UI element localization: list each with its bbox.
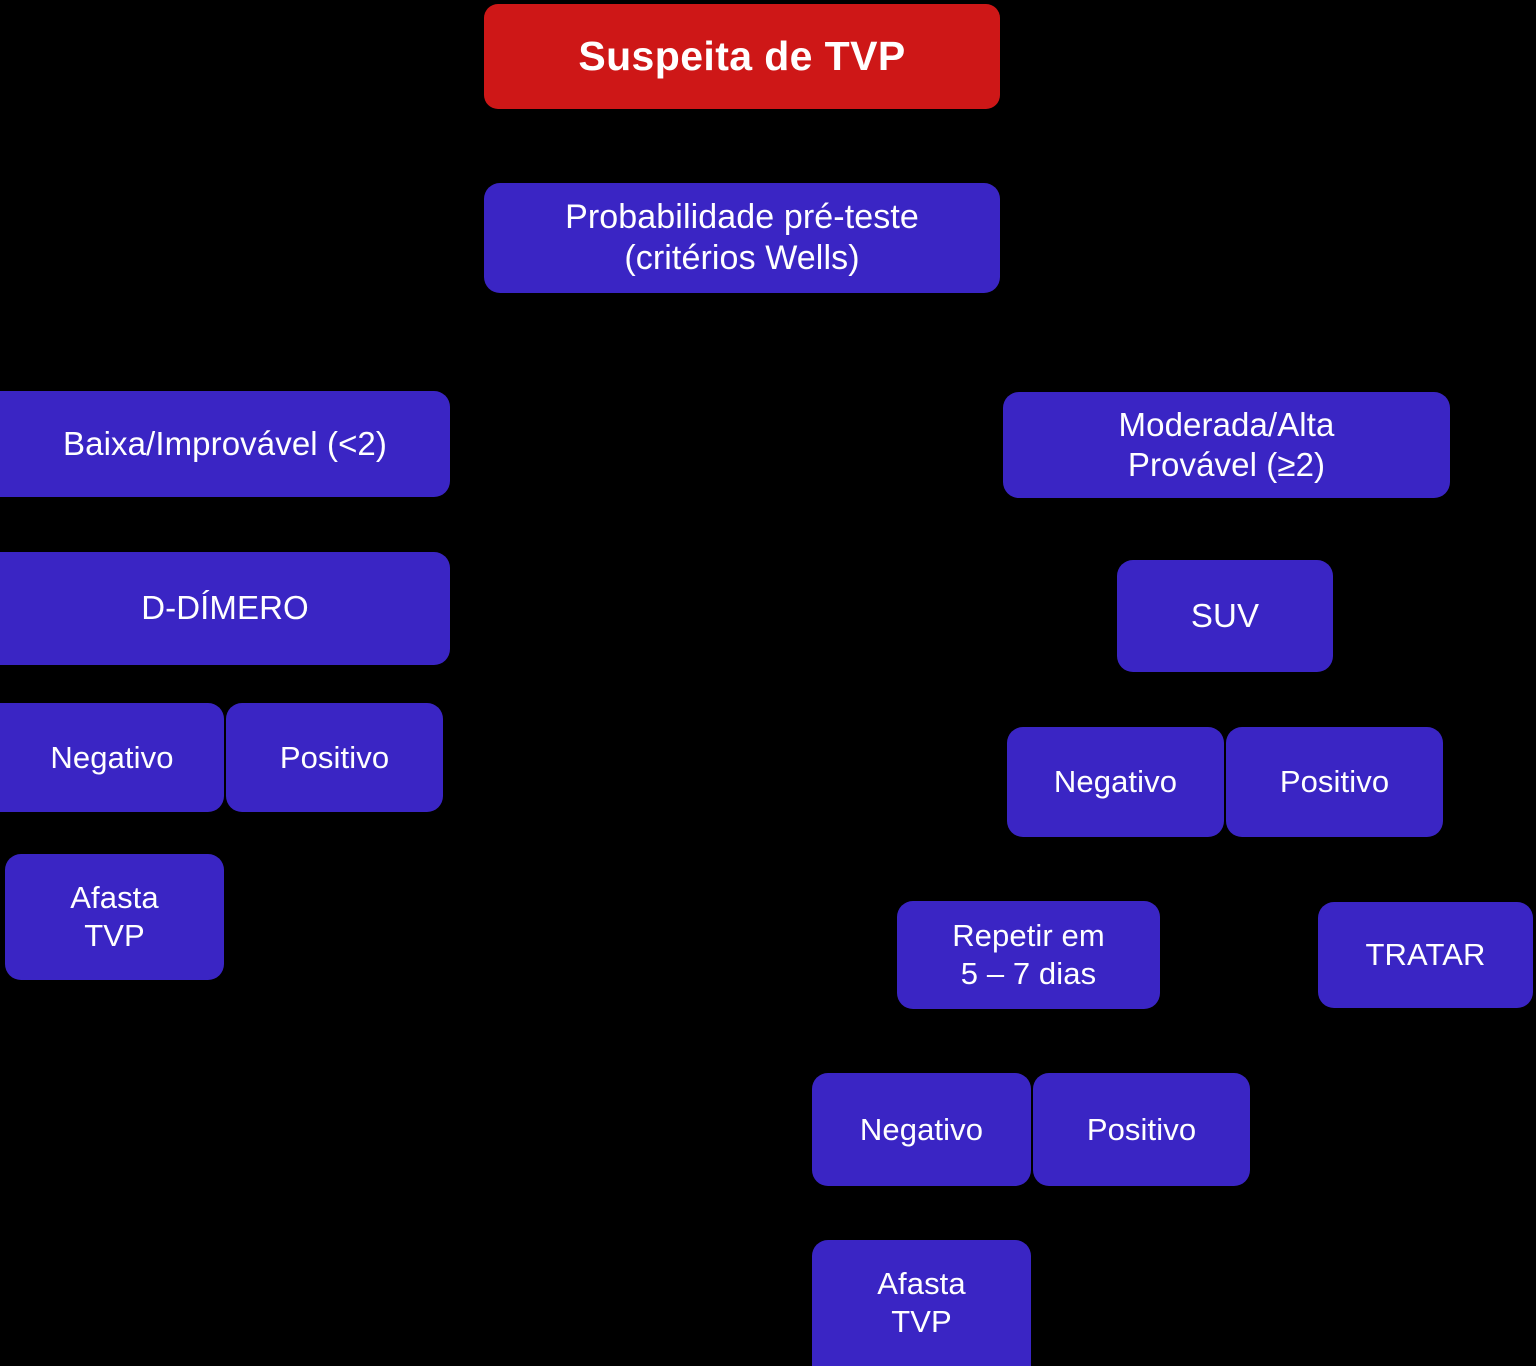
node-tratar[interactable]: TRATAR <box>1318 902 1533 1008</box>
node-afasta-tvp-d-dimero[interactable]: Afasta TVP <box>5 854 224 980</box>
node-d-dimero-positivo[interactable]: Positivo <box>226 703 443 812</box>
node-afasta-tvp-repetir[interactable]: Afasta TVP <box>812 1240 1031 1366</box>
node-suv-negativo[interactable]: Negativo <box>1007 727 1224 837</box>
node-d-dimero[interactable]: D-DÍMERO <box>0 552 450 665</box>
node-repetir-negativo[interactable]: Negativo <box>812 1073 1031 1186</box>
node-probabilidade-pre-teste[interactable]: Probabilidade pré-teste (critérios Wells… <box>484 183 1000 293</box>
node-moderada-alta-provavel[interactable]: Moderada/Alta Provável (≥2) <box>1003 392 1450 498</box>
node-repetir-5-7-dias[interactable]: Repetir em 5 – 7 dias <box>897 901 1160 1009</box>
node-suv-positivo[interactable]: Positivo <box>1226 727 1443 837</box>
node-repetir-positivo[interactable]: Positivo <box>1033 1073 1250 1186</box>
node-baixa-improvavel[interactable]: Baixa/Improvável (<2) <box>0 391 450 497</box>
node-d-dimero-negativo[interactable]: Negativo <box>0 703 224 812</box>
node-suv[interactable]: SUV <box>1117 560 1333 672</box>
node-suspeita-tvp[interactable]: Suspeita de TVP <box>484 4 1000 109</box>
